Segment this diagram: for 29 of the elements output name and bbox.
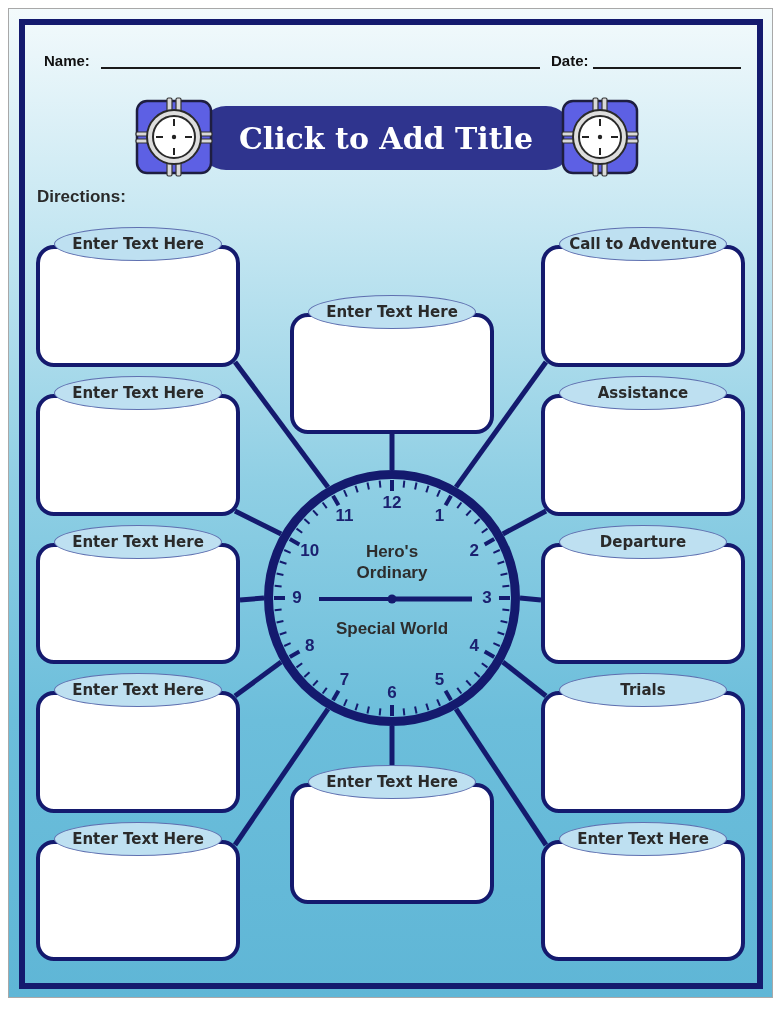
connector-line bbox=[453, 707, 549, 847]
clock-number: 9 bbox=[292, 589, 302, 607]
connector-line bbox=[233, 360, 330, 489]
connector-line bbox=[389, 434, 395, 470]
connector-line bbox=[233, 660, 283, 698]
clock-number: 11 bbox=[335, 506, 354, 525]
connector-line bbox=[232, 707, 331, 847]
clock-number: 7 bbox=[339, 671, 350, 690]
clock-number: 5 bbox=[434, 671, 445, 690]
field-label: Date: bbox=[551, 52, 589, 70]
clock-text: Hero's Ordinary bbox=[355, 541, 429, 583]
connector-line bbox=[233, 508, 283, 537]
clock-number: 8 bbox=[305, 636, 315, 655]
field-label: Name: bbox=[44, 52, 90, 70]
clock-text: Special World bbox=[334, 618, 450, 639]
clock-number: 1 bbox=[434, 506, 445, 525]
clock-number: 3 bbox=[482, 589, 492, 607]
clock-number: 2 bbox=[469, 541, 479, 560]
directions-label: Directions: bbox=[37, 187, 126, 207]
connector-line bbox=[453, 360, 549, 489]
connector-line bbox=[239, 595, 265, 603]
clock-number: 10 bbox=[300, 541, 320, 560]
clock-number: 6 bbox=[387, 684, 397, 702]
clock-number: 12 bbox=[382, 494, 402, 512]
clock-number: 4 bbox=[469, 636, 479, 655]
connector-line bbox=[501, 508, 548, 537]
connector-line bbox=[519, 595, 542, 603]
connector-line bbox=[389, 726, 395, 765]
connector-line bbox=[501, 660, 548, 698]
